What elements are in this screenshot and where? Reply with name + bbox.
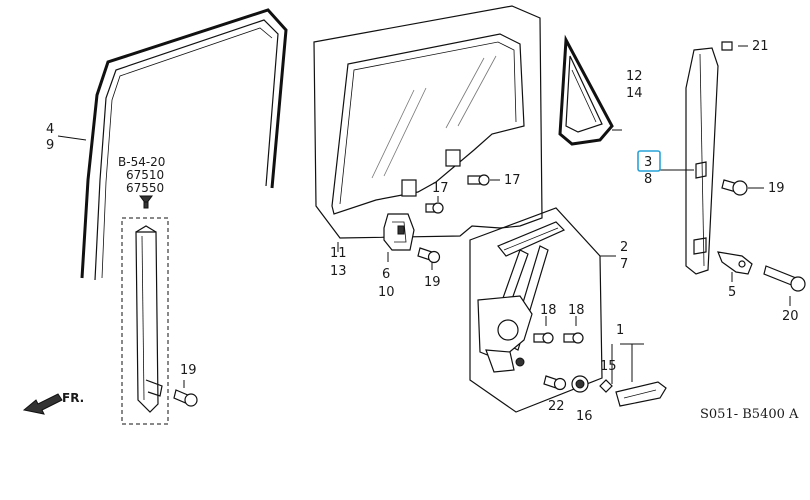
label-16: 16 [576,409,593,424]
bolt-18-right [563,316,584,344]
door-weatherstrip [57,8,288,281]
label-19-middle: 19 [424,275,441,290]
label-19-left: 19 [180,363,197,378]
label-18-left: 18 [540,303,557,318]
label-3: 3 [644,155,652,170]
bolt-21 [721,41,748,51]
bolt-17-upper [467,174,500,186]
bolt-17-lower [425,196,444,214]
label-18-right: 18 [568,303,585,318]
bracket-6 [383,213,415,262]
label-15: 15 [600,359,617,374]
label-13: 13 [330,264,347,279]
center-sash [660,47,719,275]
bolt-22 [543,375,567,391]
label-ref-b5420: B-54-20 [118,155,165,169]
label-17-lower: 17 [432,181,449,196]
label-7: 7 [620,257,628,272]
label-21: 21 [752,39,769,54]
label-fr: FR. [62,391,84,405]
label-11: 11 [330,246,347,261]
front-arrow-icon [22,393,63,415]
label-9: 9 [46,138,54,153]
label-14: 14 [626,86,643,101]
washer-16 [571,375,589,393]
label-12: 12 [626,69,643,84]
bolt-18-left [533,316,554,344]
bolt-19-right [721,179,764,196]
label-17-upper: 17 [504,173,521,188]
label-8: 8 [644,172,652,187]
label-19-right: 19 [768,181,785,196]
door-glass-group [313,5,543,252]
label-6: 6 [382,267,390,282]
label-ref-67510: 67510 [126,168,164,182]
selected-part-highlight [637,150,661,172]
bracket-5 [717,251,753,282]
rear-channel-group [121,195,169,425]
label-22: 22 [548,399,565,414]
window-regulator [469,207,616,413]
label-5: 5 [728,285,736,300]
label-ref-67550: 67550 [126,181,164,195]
bolt-19-middle [417,247,441,270]
label-1: 1 [616,323,624,338]
label-4: 4 [46,122,54,137]
diagram-code: S051- B5400 A [700,407,799,422]
label-20: 20 [782,309,799,324]
window-handle [599,343,667,407]
label-2: 2 [620,240,628,255]
quarter-glass [558,34,622,146]
label-10: 10 [378,285,395,300]
bolt-20 [763,265,806,306]
bolt-19-left [173,380,198,407]
